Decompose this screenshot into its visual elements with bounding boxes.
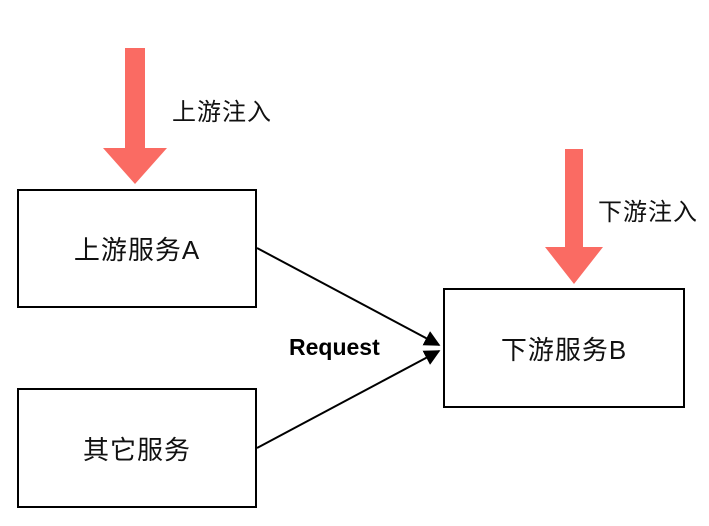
request-line-other-service-to-b [256, 350, 441, 449]
request-label: Request [289, 334, 380, 360]
node-upstream-service-a: 上游服务A [17, 189, 257, 308]
node-other-service-label: 其它服务 [82, 434, 191, 465]
node-upstream-service-a-label: 上游服务A [73, 235, 201, 265]
request-line-upstream-a-to-b [256, 247, 441, 346]
node-downstream-service-b: 下游服务B [443, 288, 685, 408]
downstream-inject-label: 下游注入 [598, 199, 698, 226]
upstream-inject-arrow-icon [103, 48, 167, 184]
node-other-service: 其它服务 [17, 388, 257, 508]
downstream-inject-arrow-icon [545, 149, 603, 284]
node-downstream-service-b-label: 下游服务B [500, 334, 628, 365]
upstream-inject-label: 上游注入 [172, 99, 272, 126]
